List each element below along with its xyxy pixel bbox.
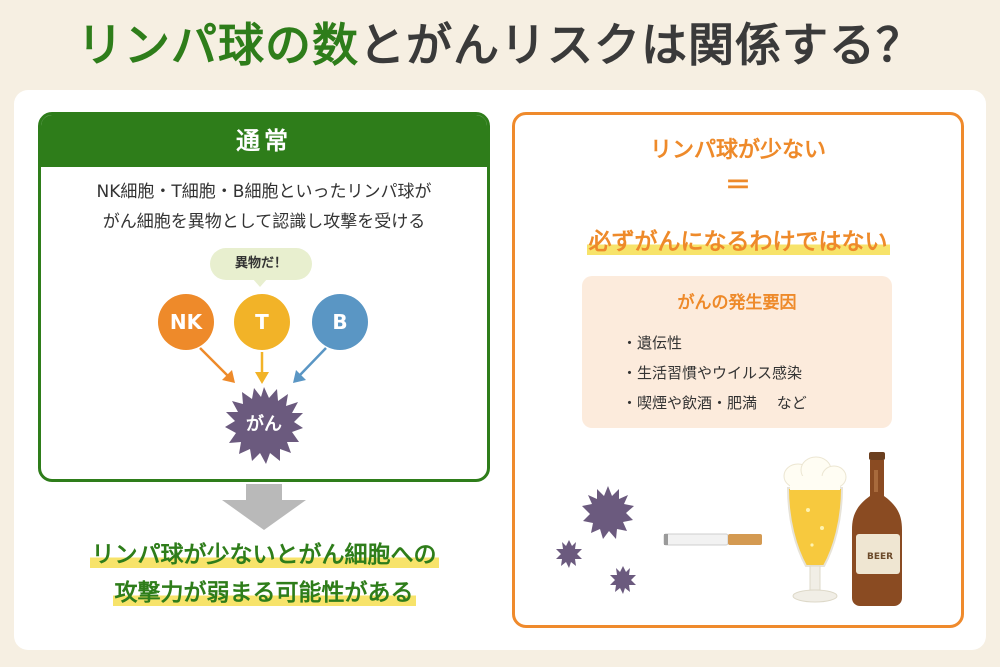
arrow-b-to-cancer — [293, 347, 327, 383]
risk-statement-2-text: 必ずがんになるわけではない — [586, 229, 890, 255]
description-line-2: がん細胞を異物として認識し攻撃を受ける — [102, 212, 426, 232]
equal-sign: ＝ — [724, 171, 751, 201]
t-cell: T — [234, 294, 290, 350]
speech-bubble-tail — [252, 278, 268, 287]
page-title: リンパ球の数とがんリスクは関係する？ — [0, 6, 1000, 84]
virus-icon — [610, 566, 636, 594]
cancer-causes-list: ・遺伝性 ・生活習慣やウイルス感染 ・喫煙や飲酒・肥満 など — [622, 328, 807, 418]
arrow-t-to-cancer — [255, 352, 269, 384]
risk-statement-2: 必ずがんになるわけではない — [512, 222, 964, 256]
b-cell: B — [312, 294, 368, 350]
beer-bottle-icon — [852, 452, 902, 606]
normal-panel-description: NK細胞・T細胞・B細胞といったリンパ球が がん細胞を異物として認識し攻撃を受け… — [41, 177, 487, 237]
cause-item: ・喫煙や飲酒・肥満 など — [622, 394, 807, 412]
cancer-cell-label: がん — [246, 414, 282, 435]
normal-panel: 通常 NK細胞・T細胞・B細胞といったリンパ球が がん細胞を異物として認識し攻撃… — [38, 112, 490, 482]
description-line-1: NK細胞・T細胞・B細胞といったリンパ球が — [96, 182, 432, 202]
title-part-2: とがんリスクは関係する？ — [359, 18, 923, 72]
conclusion-line-2: 攻撃力が弱まる可能性がある — [112, 580, 416, 606]
cancer-causes-box: がんの発生要因 ・遺伝性 ・生活習慣やウイルス感染 ・喫煙や飲酒・肥満 など — [582, 276, 892, 428]
arrow-nk-to-cancer — [199, 347, 235, 383]
conclusion-line-1: リンパ球が少ないとがん細胞への — [89, 542, 439, 568]
cause-item: ・生活習慣やウイルス感染 — [622, 364, 803, 382]
down-arrow-icon — [222, 484, 306, 530]
title-part-1: リンパ球の数 — [77, 18, 359, 72]
cancer-cell-icon — [225, 387, 303, 464]
virus-icon — [556, 540, 582, 568]
normal-panel-header: 通常 — [41, 115, 487, 167]
beer-glass-icon — [783, 456, 847, 603]
left-conclusion: リンパ球が少ないとがん細胞への 攻撃力が弱まる可能性がある — [38, 536, 490, 612]
cause-item: ・遺伝性 — [622, 334, 683, 352]
cigarette-icon — [663, 533, 762, 546]
speech-bubble: 異物だ！ — [210, 248, 312, 280]
virus-icon — [582, 486, 634, 539]
cancer-causes-title: がんの発生要因 — [677, 293, 797, 313]
nk-cell: NK — [158, 294, 214, 350]
beer-label-text: BEER — [866, 552, 894, 562]
risk-statement-1: リンパ球が少ない — [649, 138, 826, 163]
